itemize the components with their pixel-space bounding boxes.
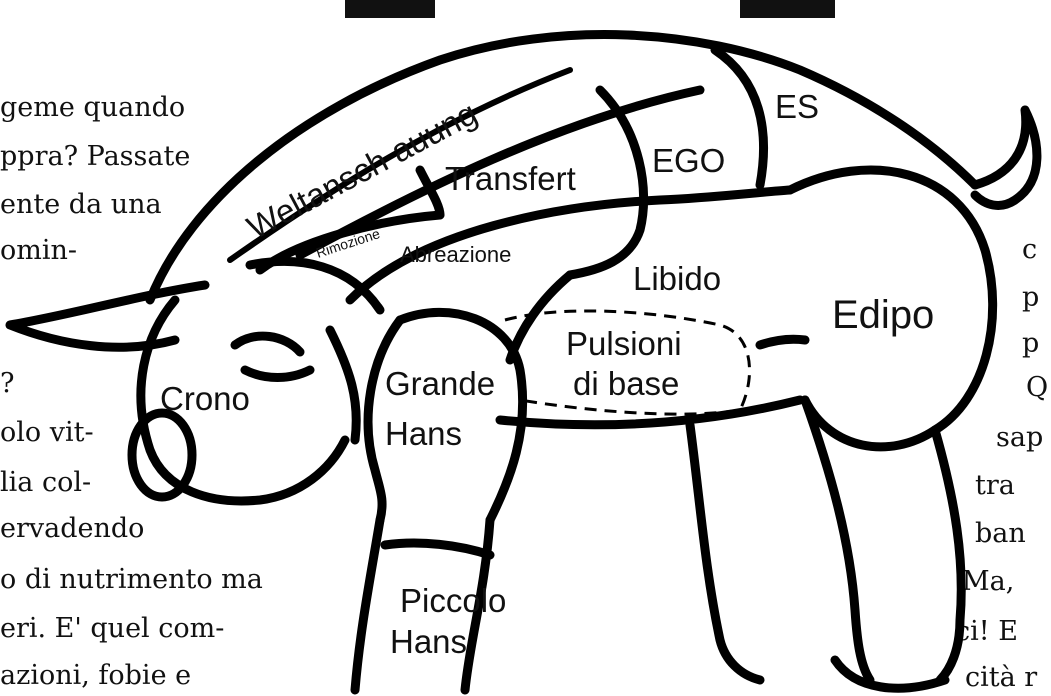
label-transfert: Transfert	[445, 160, 576, 197]
left-line-4: omin-	[0, 235, 77, 266]
pig-neck-line	[330, 330, 356, 440]
left-line-8: ervadendo	[0, 513, 144, 544]
left-line-7: lia col-	[0, 467, 91, 498]
label-edipo: Edipo	[832, 293, 934, 337]
left-line-1: geme quando	[0, 92, 185, 123]
right-line-1: c	[1022, 234, 1037, 265]
pig-leg-rear-left	[690, 425, 760, 680]
label-ego: EGO	[652, 142, 725, 179]
right-line-5: sap	[996, 422, 1043, 453]
label-libido: Libido	[633, 260, 721, 297]
pig-piccolo-line	[385, 543, 490, 555]
left-line-10: eri. E' quel com-	[0, 613, 224, 644]
label-abreazione: Abreazione	[400, 242, 511, 267]
label-pulsioni: Pulsioni	[566, 325, 682, 362]
right-line-6: tra	[975, 470, 1015, 501]
label-hans-grande: Hans	[385, 415, 462, 452]
left-line-11: azioni, fobie e	[0, 660, 191, 691]
headline-fragment-left	[345, 0, 435, 18]
label-hans-piccolo: Hans	[390, 623, 467, 660]
right-line-8: Ma,	[962, 566, 1014, 597]
right-line-2: p	[1022, 282, 1039, 313]
label-grande: Grande	[385, 365, 495, 402]
right-line-4: Q	[1026, 372, 1048, 403]
left-line-5: ?	[0, 368, 14, 399]
label-di-base: di base	[573, 365, 679, 402]
cut-line-edipo-join	[760, 339, 805, 345]
headline-fragment-right	[740, 0, 835, 18]
pig-tail	[975, 110, 1037, 205]
pig-eyelid	[245, 370, 310, 378]
left-line-9: o di nutrimento ma	[0, 564, 263, 595]
right-article-text: c p p Q sap tra ban Ma, ci! E cità r	[955, 234, 1048, 693]
pig-eye	[235, 336, 300, 352]
pig-snout	[132, 413, 192, 497]
label-crono: Crono	[160, 380, 250, 417]
pig-ear	[10, 285, 205, 347]
pig-front-leg-1	[355, 520, 380, 690]
left-line-6: olo vit-	[0, 417, 94, 448]
label-piccolo: Piccolo	[400, 582, 506, 619]
right-line-3: p	[1022, 328, 1039, 359]
pig-rear-leg	[935, 430, 961, 680]
left-line-2: ppra? Passate	[0, 141, 190, 172]
right-line-7: ban	[975, 518, 1026, 549]
label-es: ES	[775, 88, 819, 125]
cut-line-libido	[510, 275, 570, 360]
right-line-10: cità r	[965, 662, 1037, 693]
pig-hoof-rear	[835, 660, 945, 688]
left-line-3: ente da una	[0, 189, 162, 220]
